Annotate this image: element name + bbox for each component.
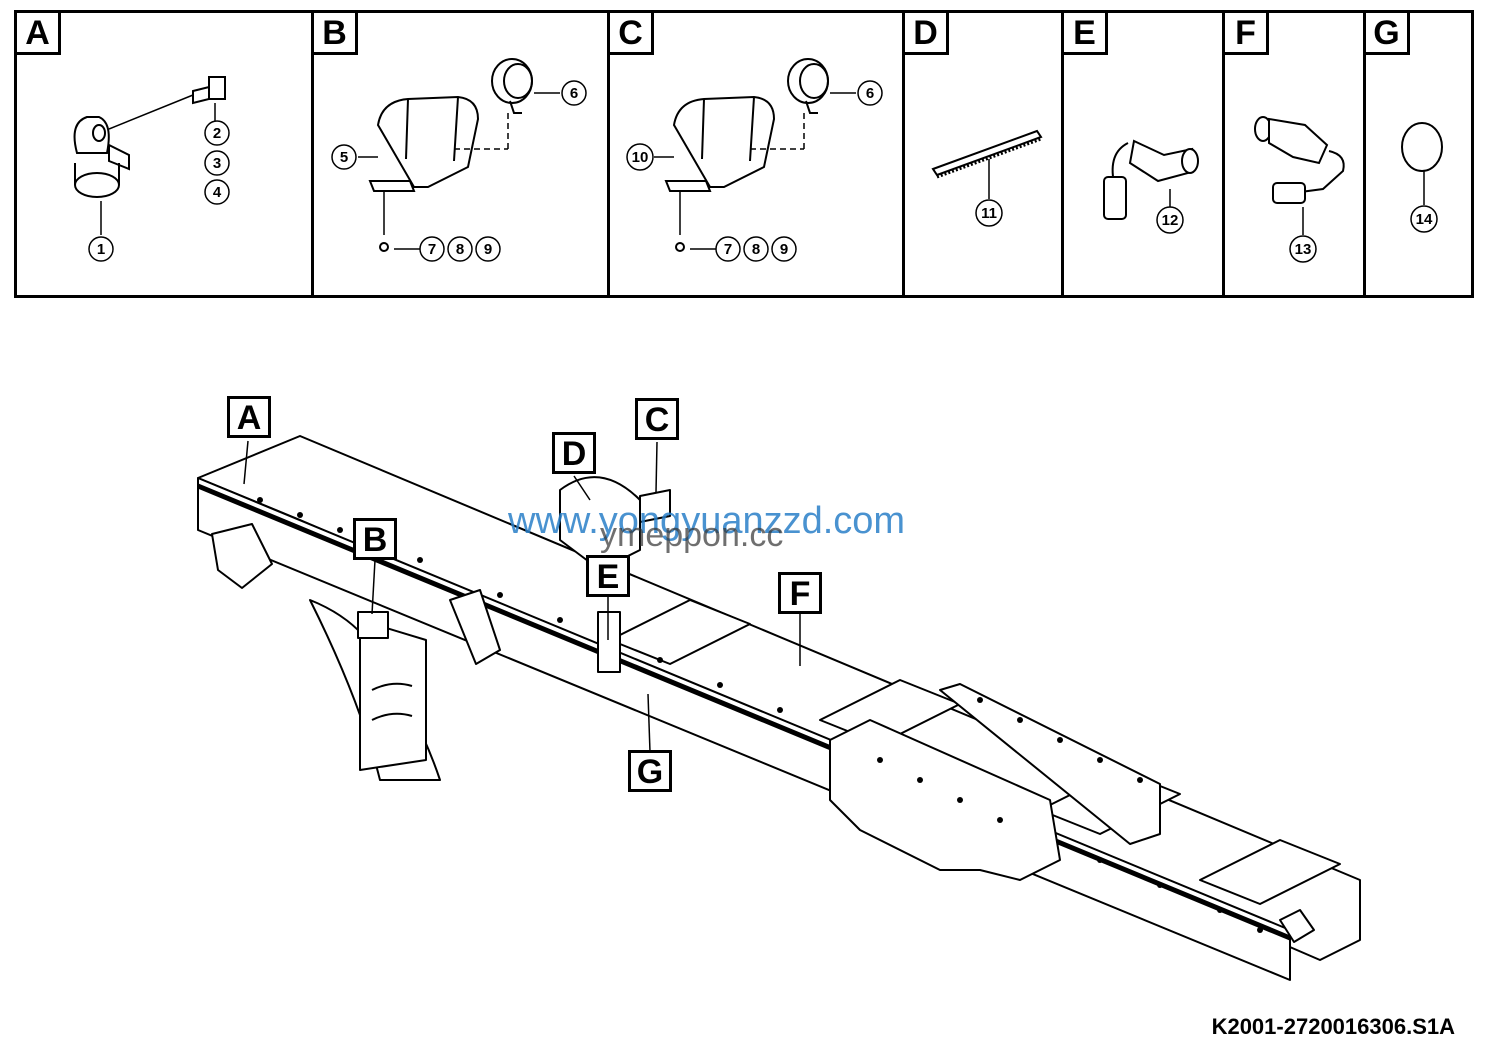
location-label-g: G [628, 750, 672, 792]
callout-12: 12 [1156, 206, 1184, 234]
panel-letter: D [905, 13, 949, 55]
svg-text:8: 8 [752, 241, 760, 258]
callout-10: 10 [626, 143, 654, 171]
o-ring-illustration: 14 [1401, 122, 1443, 233]
panel-c: C 10 6 [610, 13, 905, 295]
lamp-bracket-illustration: 10 6 7 8 9 [626, 58, 883, 262]
svg-text:7: 7 [428, 241, 436, 258]
svg-text:8: 8 [456, 241, 464, 258]
parts-panel-strip: A 1 2 [14, 10, 1474, 298]
panel-letter: E [1064, 13, 1108, 55]
callout-14: 14 [1410, 205, 1438, 233]
svg-text:12: 12 [1162, 212, 1179, 229]
callout-4: 4 [204, 179, 230, 205]
panel-b: B 5 6 [314, 13, 610, 295]
location-label-b: B [353, 518, 397, 560]
callout-5: 5 [331, 144, 357, 170]
svg-text:6: 6 [570, 85, 578, 102]
panel-letter: B [314, 13, 358, 55]
svg-text:2: 2 [213, 125, 221, 142]
clamp-bracket-illustration: 1 2 3 4 [73, 76, 230, 262]
callout-13: 13 [1289, 235, 1317, 263]
callout-1: 1 [88, 236, 114, 262]
svg-text:10: 10 [632, 149, 649, 166]
svg-text:1: 1 [97, 241, 105, 258]
callout-8: 8 [743, 236, 769, 262]
svg-text:11: 11 [981, 205, 997, 222]
svg-text:13: 13 [1295, 241, 1312, 258]
location-label-c: C [635, 398, 679, 440]
callout-6: 6 [857, 80, 883, 106]
frame-holes [257, 497, 1263, 933]
callout-3: 3 [204, 150, 230, 176]
panel-letter: A [17, 13, 61, 55]
callout-2: 2 [204, 120, 230, 146]
location-label-d: D [552, 432, 596, 474]
lamp-bracket-illustration: 5 6 7 8 9 [331, 58, 587, 262]
location-label-a: A [227, 396, 271, 438]
svg-text:9: 9 [780, 241, 788, 258]
svg-text:4: 4 [213, 184, 222, 201]
panel-d: D 11 [905, 13, 1064, 295]
svg-text:9: 9 [484, 241, 492, 258]
svg-text:3: 3 [213, 155, 221, 172]
sensor-illustration: 13 [1254, 116, 1345, 263]
callout-8: 8 [447, 236, 473, 262]
panel-letter: C [610, 13, 654, 55]
callout-7: 7 [715, 236, 741, 262]
sensor-illustration: 12 [1103, 139, 1199, 234]
panel-letter: G [1366, 13, 1410, 55]
leader-lines [243, 440, 801, 753]
callout-11: 11 [975, 199, 1003, 227]
location-label-e: E [586, 555, 630, 597]
panel-letter: F [1225, 13, 1269, 55]
callout-9: 9 [475, 236, 501, 262]
panel-f: F 13 [1225, 13, 1366, 295]
svg-text:7: 7 [724, 241, 732, 258]
svg-text:6: 6 [866, 85, 874, 102]
drawing-id: K2001-2720016306.S1A [1211, 1014, 1455, 1039]
callout-9: 9 [771, 236, 797, 262]
location-label-f: F [778, 572, 822, 614]
panel-g: G 14 [1366, 13, 1471, 295]
svg-text:14: 14 [1416, 211, 1433, 228]
callout-7: 7 [419, 236, 445, 262]
rubber-strip-illustration: 11 [931, 129, 1043, 227]
chassis-frame-diagram [197, 435, 1361, 981]
panel-e: E 12 [1064, 13, 1225, 295]
callout-6: 6 [561, 80, 587, 106]
panel-a: A 1 2 [17, 13, 314, 295]
svg-text:5: 5 [340, 149, 348, 166]
